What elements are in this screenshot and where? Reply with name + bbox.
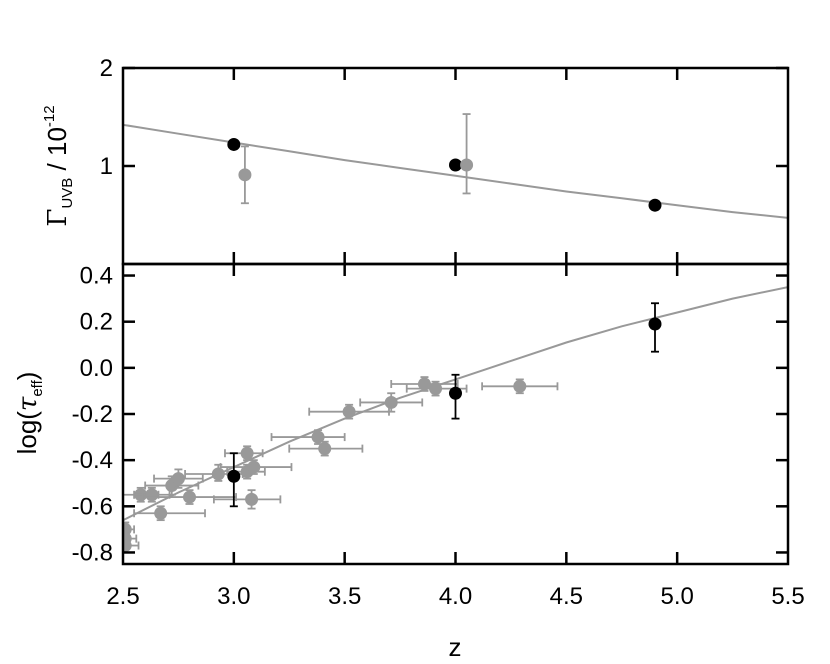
point-marker (417, 377, 431, 391)
point-marker (449, 386, 462, 400)
data-point (308, 403, 390, 420)
gamma-exponent: -12 (41, 105, 58, 127)
bottom-ticks-layer: 0.4 0.2 0.0 -0.2 -0.4 -0.6 -0.8 2.5 3.0 3.5 4.0 4.5… (72, 263, 805, 610)
point-marker (154, 506, 168, 520)
point-marker (318, 442, 332, 456)
point-marker (227, 469, 241, 483)
y-tick-label: 0.2 (80, 309, 113, 336)
x-tick-label: 5.5 (771, 583, 804, 610)
log-suffix: ) (12, 372, 42, 381)
data-point (227, 137, 241, 151)
y-tick-label: -0.2 (72, 401, 113, 428)
point-marker (311, 430, 325, 444)
top-points-layer (227, 113, 662, 212)
x-tick-label: 3.5 (328, 583, 361, 610)
point-marker (171, 472, 185, 486)
point-marker (227, 137, 241, 151)
point-marker (240, 446, 254, 460)
point-marker (429, 382, 443, 396)
data-point (359, 392, 424, 413)
point-marker (238, 168, 252, 182)
x-tick-label: 4.5 (550, 583, 583, 610)
log-prefix: log( (12, 411, 42, 455)
y-tick-label: 0.4 (80, 263, 113, 290)
data-point (288, 440, 364, 457)
point-marker (247, 460, 261, 474)
data-point (142, 489, 237, 505)
bottom-points-layer (123, 302, 662, 554)
point-marker (513, 379, 527, 393)
gamma-symbol: Γ (43, 209, 73, 227)
data-point (390, 376, 459, 392)
y-tick-label: -0.4 (72, 447, 113, 474)
data-point (270, 429, 346, 445)
bottom-y-axis-label: log(τeff) (12, 372, 46, 455)
point-marker (342, 405, 356, 419)
x-tick-label: 2.5 (106, 583, 139, 610)
point-marker (648, 317, 662, 331)
bottom-panel-frame (121, 262, 790, 566)
y-tick-label: -0.6 (72, 493, 113, 520)
data-point (153, 468, 204, 489)
x-axis-label: z (449, 632, 462, 662)
x-tick-label: 3.0 (217, 583, 250, 610)
y-tick-label: -0.8 (72, 539, 113, 566)
data-point (212, 489, 282, 510)
x-tick-label: 4.0 (439, 583, 472, 610)
y-tick-label: 1 (100, 153, 113, 180)
data-point (227, 452, 241, 508)
data-point (481, 378, 559, 395)
y-tick-label: 0.0 (80, 355, 113, 382)
tau-subscript: eff (29, 379, 46, 396)
data-point (224, 445, 264, 462)
gamma-units: / 10 (42, 127, 72, 178)
y-tick-label: 2 (100, 55, 113, 82)
top-ticks-layer: 12 (100, 55, 788, 264)
point-marker (145, 488, 159, 502)
data-point (238, 145, 252, 205)
x-tick-label: 5.0 (660, 583, 693, 610)
point-marker (460, 158, 474, 172)
point-marker (449, 158, 462, 172)
point-marker (384, 395, 398, 409)
top-y-axis-label: ΓUVB / 10-12 (41, 105, 76, 226)
point-marker (211, 467, 225, 481)
data-point (460, 113, 474, 195)
tau-symbol: τ (13, 396, 43, 411)
point-marker (123, 539, 132, 553)
data-point (449, 373, 462, 420)
gamma-subscript: UVB (59, 178, 76, 209)
point-marker (648, 198, 662, 212)
data-point (219, 459, 293, 475)
data-point (133, 505, 206, 522)
point-marker (183, 490, 196, 504)
data-point (449, 158, 462, 172)
point-marker (245, 492, 259, 506)
data-point (648, 198, 662, 212)
data-point (648, 302, 662, 353)
